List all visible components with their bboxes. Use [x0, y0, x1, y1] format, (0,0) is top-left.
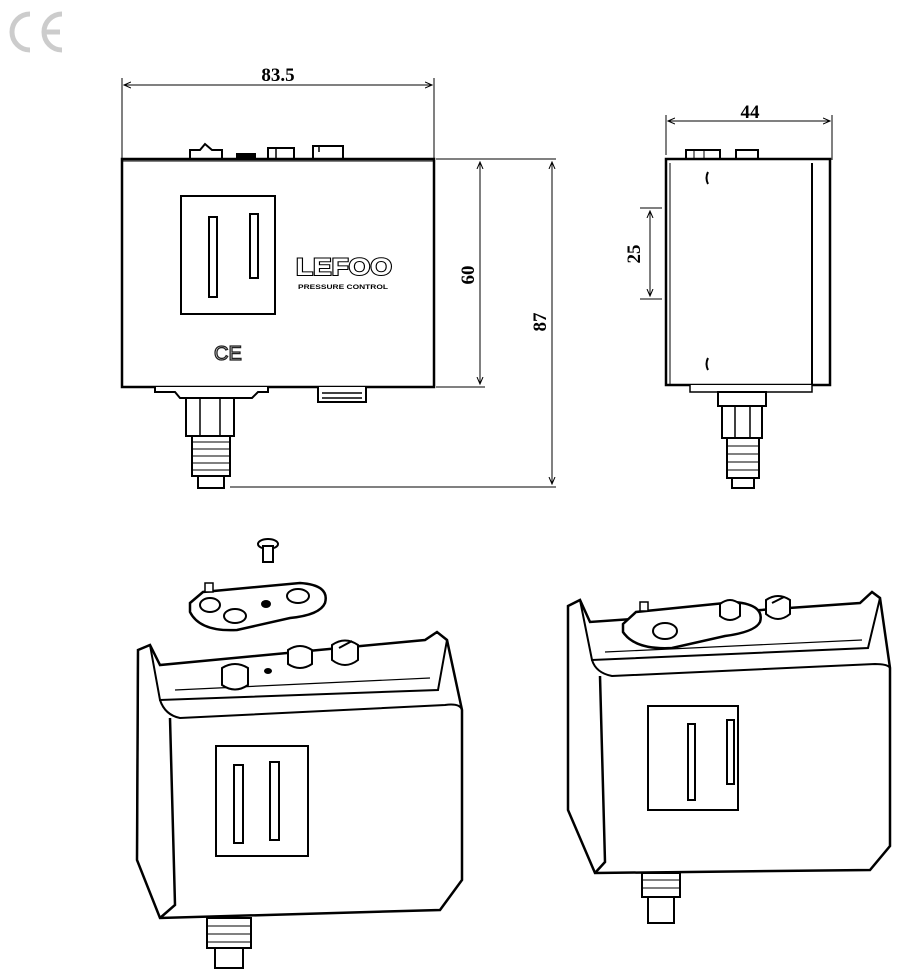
ce-logo: [9, 11, 63, 53]
total-height-dimension-label: 87: [530, 312, 551, 332]
width-dimension-label: 83.5: [261, 65, 294, 86]
ce-mark: CE: [214, 343, 242, 365]
slot-dimension-label: 25: [624, 245, 645, 264]
body-height-dimension-label: 60: [458, 266, 479, 285]
depth-dimension-label: 44: [741, 102, 761, 123]
assembled-isometric-view: [566, 590, 892, 924]
brand-subtitle: PRESSURE CONTROL: [298, 285, 388, 291]
exploded-isometric-view: [135, 538, 464, 969]
front-view: 83.5 LEFOO PRESSURE CONTROL CE: [120, 65, 556, 489]
brand-logo: LEFOO: [296, 254, 392, 281]
side-view: 44 25: [624, 102, 833, 489]
